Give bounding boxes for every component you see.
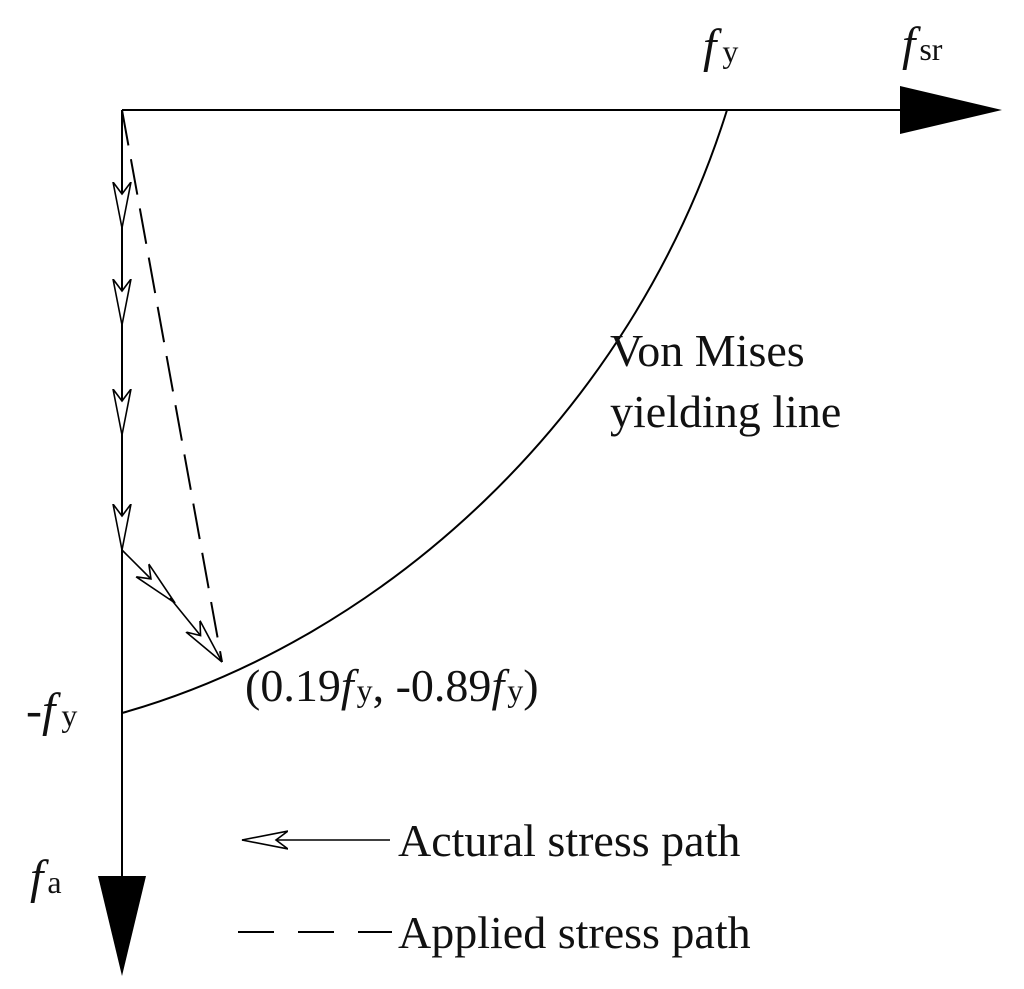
actual-path-segment [169,597,222,662]
applied-stress-path [121,109,223,663]
legend: Actural stress path Applied stress path [238,815,751,958]
intersection-point-label: (0.19fy, -0.89fy) [245,660,539,711]
horizontal-axis-arrowhead [900,86,1002,134]
von-mises-yielding-line [121,109,728,714]
actual-stress-path [122,160,222,662]
legend-applied-label: Applied stress path [398,907,751,958]
vertical-axis-arrowhead [98,876,146,976]
curve-label-line1: Von Mises [610,325,805,376]
curve-label-line2: yielding line [610,386,841,437]
actual-path-segment [121,549,175,603]
legend-actual-label: Actural stress path [398,815,740,866]
